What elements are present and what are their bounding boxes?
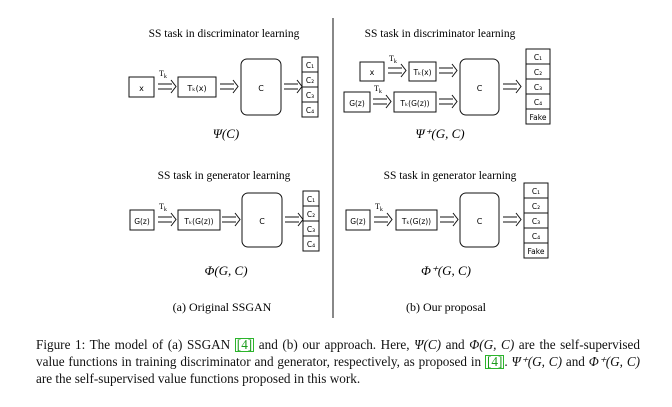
citation-link[interactable]: [4]	[234, 337, 255, 352]
transformed-real-box	[408, 61, 437, 82]
panel-a-bottom-title: SS task in generator learning	[158, 170, 291, 182]
input-real-label: x	[370, 68, 375, 77]
arrow-to-net	[220, 79, 239, 94]
panel-b-bottom: SS task in generator learning G(z) Tk Tₖ…	[345, 170, 549, 278]
transform-label: Tk	[375, 202, 383, 213]
panel-a-subcaption: (a) Original SSGAN	[173, 300, 272, 314]
transform-arrow	[388, 63, 407, 78]
output-label: C₄	[307, 240, 315, 249]
input-label: x	[139, 84, 144, 93]
math-phi: Φ(G, C)	[469, 337, 515, 352]
math-phi-plus: Φ⁺(G, C)	[588, 354, 641, 369]
panel-a-bottom: SS task in generator learning G(z) Tk Tₖ…	[129, 170, 320, 278]
network-label: C	[477, 217, 483, 226]
transform-label: Tk	[159, 202, 167, 213]
panel-a-top: SS task in discriminator learning x Tk T…	[128, 28, 319, 141]
caption-text: and	[562, 354, 589, 369]
output-label: C₄	[306, 106, 314, 115]
output-label: C₄	[532, 232, 540, 241]
transformed-real-label: Tₖ(x)	[412, 68, 431, 77]
panel-b-top-formula: Ψ⁺(G, C)	[415, 126, 464, 141]
transformed-label: Tₖ(G(z))	[183, 217, 213, 226]
input-real-box	[359, 61, 385, 82]
caption-text: .	[504, 354, 512, 369]
input-box	[129, 209, 155, 231]
output-label: C₄	[534, 98, 542, 107]
caption-text: and (b) our approach. Here,	[254, 337, 415, 352]
panel-a-top-formula: Ψ(C)	[213, 126, 239, 141]
caption-text: Figure 1: The model of (a) SSGAN	[36, 337, 235, 352]
figure: SS task in discriminator learning x Tk T…	[128, 18, 551, 318]
citation-link[interactable]: [4]	[484, 354, 505, 369]
math-psi: Ψ(C)	[414, 337, 442, 352]
figure-caption: Figure 1: The model of (a) SSGAN [4] and…	[36, 336, 640, 387]
output-label: C₁	[532, 187, 540, 196]
caption-text: are the self-supervised value functions …	[36, 337, 640, 369]
output-stack: C₁ C₂ C₃ C₄	[302, 190, 320, 252]
arrow-to-net	[439, 63, 458, 78]
input-fake-label: G(z)	[349, 99, 365, 108]
transformed-label: Tₖ(G(z))	[401, 217, 431, 226]
output-label: C₂	[534, 68, 542, 77]
output-label: C₃	[532, 217, 540, 226]
transform-arrow	[158, 79, 177, 94]
panel-b-subcaption: (b) Our proposal	[406, 300, 487, 314]
transform-label: Tk	[389, 54, 397, 65]
output-label: Fake	[530, 113, 547, 122]
output-label: C₂	[532, 202, 540, 211]
arrow-to-outputs	[284, 79, 303, 94]
transformed-fake-box	[393, 91, 437, 113]
network-label: C	[258, 84, 264, 93]
input-fake-box	[343, 91, 371, 113]
input-label: G(z)	[350, 217, 366, 226]
transformed-box	[395, 209, 438, 231]
arrow-to-outputs	[503, 212, 522, 227]
panel-b-top-title: SS task in discriminator learning	[365, 28, 516, 40]
output-label: Fake	[528, 247, 545, 256]
transformed-label: Tₖ(x)	[186, 84, 206, 93]
network-box	[459, 58, 500, 116]
output-label: C₂	[306, 76, 314, 85]
transform-label: Tk	[374, 84, 382, 95]
transform-arrow	[374, 212, 393, 227]
arrow-to-net	[222, 212, 241, 227]
transform-arrow	[158, 212, 177, 227]
output-label: C₃	[306, 91, 314, 100]
caption-text: are the self-supervised value functions …	[36, 371, 361, 386]
transform-arrow	[373, 94, 392, 109]
output-label: C₃	[534, 83, 542, 92]
panel-b-bottom-title: SS task in generator learning	[384, 170, 517, 182]
network-box	[459, 192, 500, 248]
arrow-to-outputs	[503, 79, 522, 94]
input-box	[128, 76, 155, 98]
caption-text: and	[441, 337, 470, 352]
arrow-to-outputs	[285, 212, 304, 227]
math-psi-plus: Ψ⁺(G, C)	[511, 354, 563, 369]
panel-b-bottom-formula: Φ⁺(G, C)	[421, 263, 471, 278]
transformed-box	[177, 209, 221, 231]
output-label: C₁	[306, 61, 314, 70]
output-label: C₃	[307, 225, 315, 234]
input-label: G(z)	[134, 217, 150, 226]
input-box	[345, 209, 371, 231]
output-stack: C₁ C₂ C₃ C₄ Fake	[525, 48, 551, 125]
arrow-to-net	[439, 94, 458, 109]
output-label: C₁	[534, 53, 542, 62]
network-label: C	[259, 217, 265, 226]
output-stack: C₁ C₂ C₃ C₄ Fake	[523, 182, 549, 259]
panel-b-top: SS task in discriminator learning x Tk T…	[343, 28, 551, 141]
transformed-box	[177, 76, 217, 98]
output-stack: C₁ C₂ C₃ C₄	[301, 56, 319, 118]
panel-a-top-title: SS task in discriminator learning	[149, 28, 300, 40]
transformed-fake-label: Tₖ(G(z))	[399, 99, 429, 108]
output-label: C₂	[307, 210, 315, 219]
network-label: C	[477, 84, 483, 93]
panel-a-bottom-formula: Φ(G, C)	[204, 263, 247, 278]
network-box	[241, 192, 283, 248]
arrow-to-net	[440, 212, 459, 227]
output-label: C₁	[307, 195, 315, 204]
transform-label: Tk	[159, 69, 167, 80]
network-box	[240, 58, 282, 116]
